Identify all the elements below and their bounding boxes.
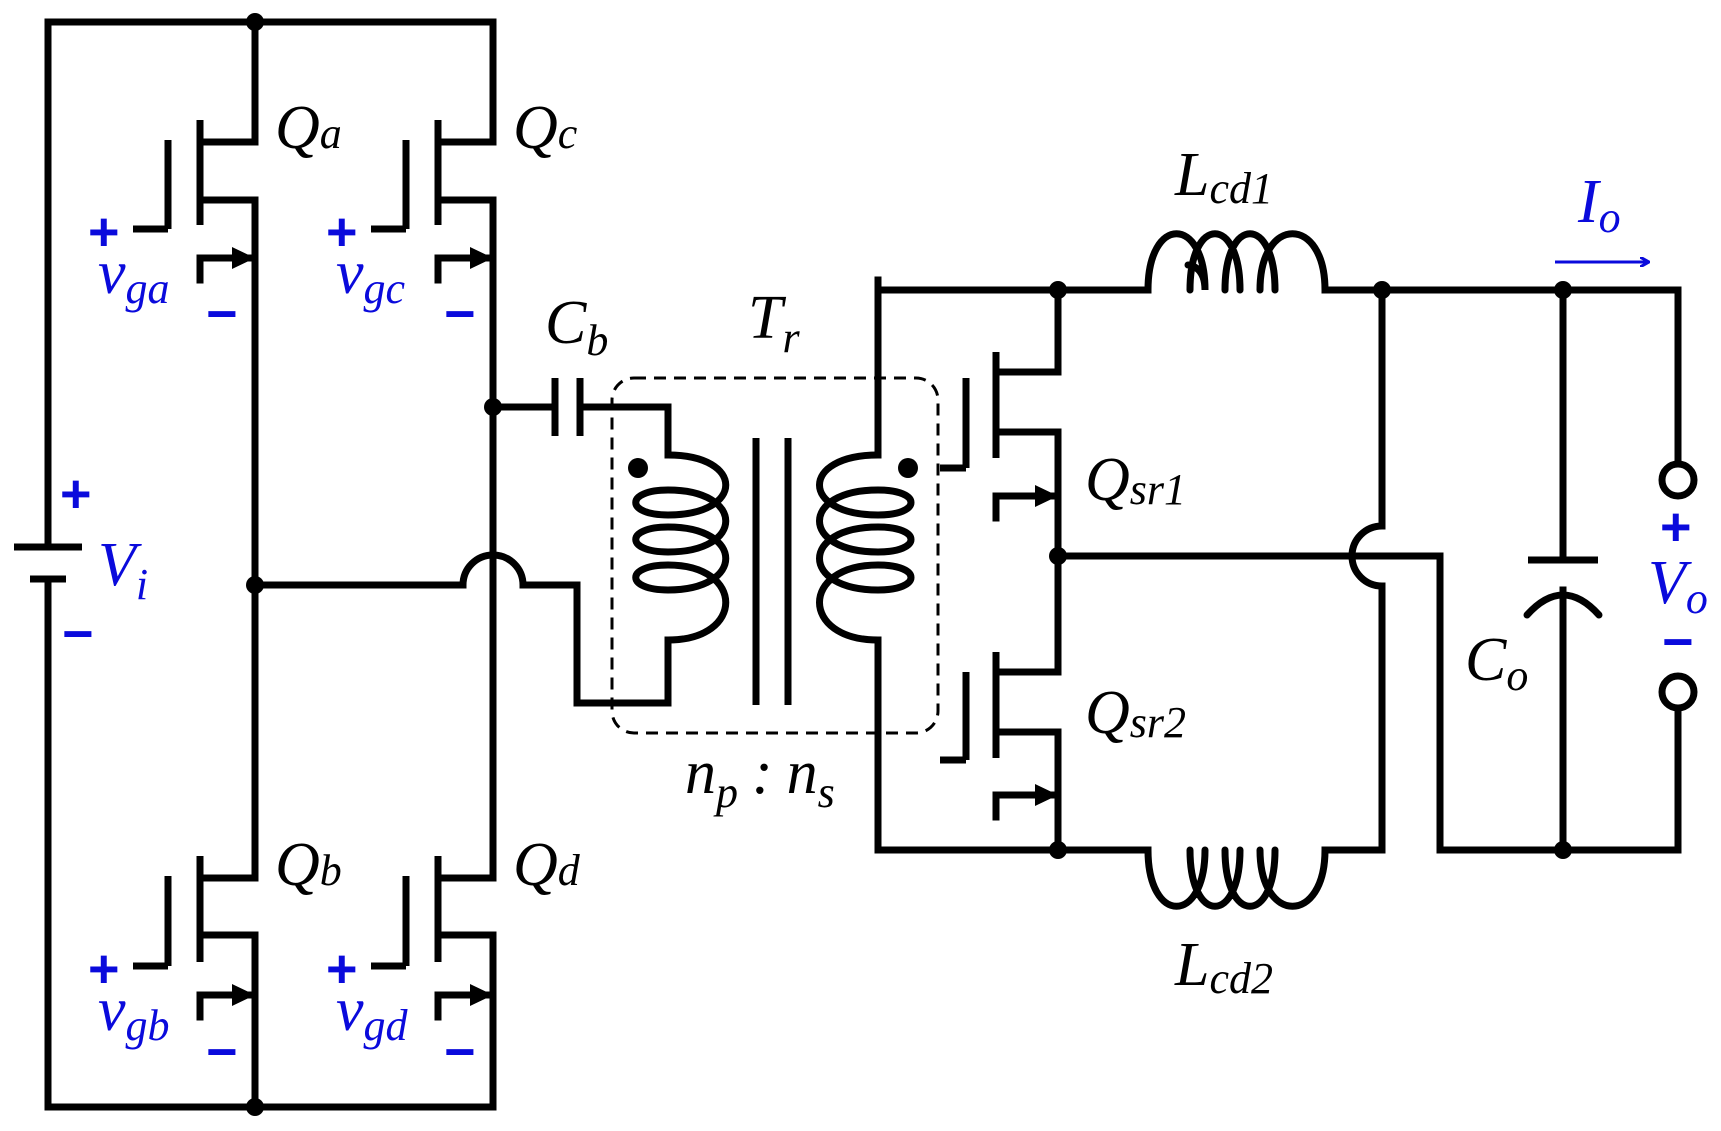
label-lcd2: Lcd2: [1174, 931, 1273, 1003]
label-vi: Vi: [98, 531, 148, 609]
junction-dots: [246, 13, 1572, 1116]
label-co: Co: [1465, 626, 1528, 700]
mosfet-qd: [371, 856, 497, 1021]
label-qsr2: Qsr2: [1085, 679, 1186, 747]
output-stage: [1348, 286, 1567, 854]
label-lcd1: Lcd1: [1174, 141, 1273, 213]
minus-vgb: −: [206, 1022, 238, 1082]
mosfet-qa: [133, 120, 259, 284]
label-vgb: vgb: [98, 976, 170, 1050]
label-qsr1: Qsr1: [1085, 446, 1186, 514]
minus-vgd: −: [444, 1022, 476, 1082]
minus-vo: −: [1662, 612, 1694, 672]
plus-vgd: +: [326, 939, 358, 999]
label-vgc: vgc: [336, 239, 406, 313]
capacitor-co: [1523, 286, 1603, 854]
inductor-lcd1: [1054, 230, 1386, 294]
label-vgd: vgd: [336, 976, 409, 1050]
mosfet-qb: [133, 856, 259, 1021]
midpoint-a-wire: [251, 551, 672, 707]
label-qd: Qd: [513, 831, 581, 899]
bridge-rails: [44, 18, 497, 1111]
plus-vi: +: [60, 464, 92, 524]
label-cb: Cb: [545, 289, 608, 365]
transformer-tr: [610, 276, 940, 854]
plus-vgb: +: [88, 939, 120, 999]
mosfet-qsr1: [940, 352, 1062, 522]
secondary-rails: [874, 286, 1567, 854]
input-source-vi: [14, 18, 82, 1111]
label-tr: Tr: [748, 284, 800, 362]
mosfet-qsr2: [940, 652, 1062, 821]
label-qa: Qa: [275, 94, 342, 162]
label-vo: Vo: [1648, 549, 1708, 623]
label-qc: Qc: [513, 94, 578, 162]
minus-vga: −: [206, 284, 238, 344]
plus-vga: +: [88, 202, 120, 262]
label-vga: vga: [98, 239, 170, 313]
midpoint-c-wire: [489, 378, 672, 436]
label-io: Io: [1577, 168, 1621, 242]
minus-vgc: −: [444, 284, 476, 344]
output-terminals: [1559, 286, 1698, 854]
label-turns-ratio: np:ns: [685, 739, 835, 817]
label-qb: Qb: [275, 831, 342, 899]
minus-vi: −: [62, 604, 94, 664]
plus-vo: +: [1660, 497, 1692, 557]
inductor-lcd2: [1054, 846, 1386, 910]
mosfet-qc: [371, 120, 497, 284]
plus-vgc: +: [326, 202, 358, 262]
